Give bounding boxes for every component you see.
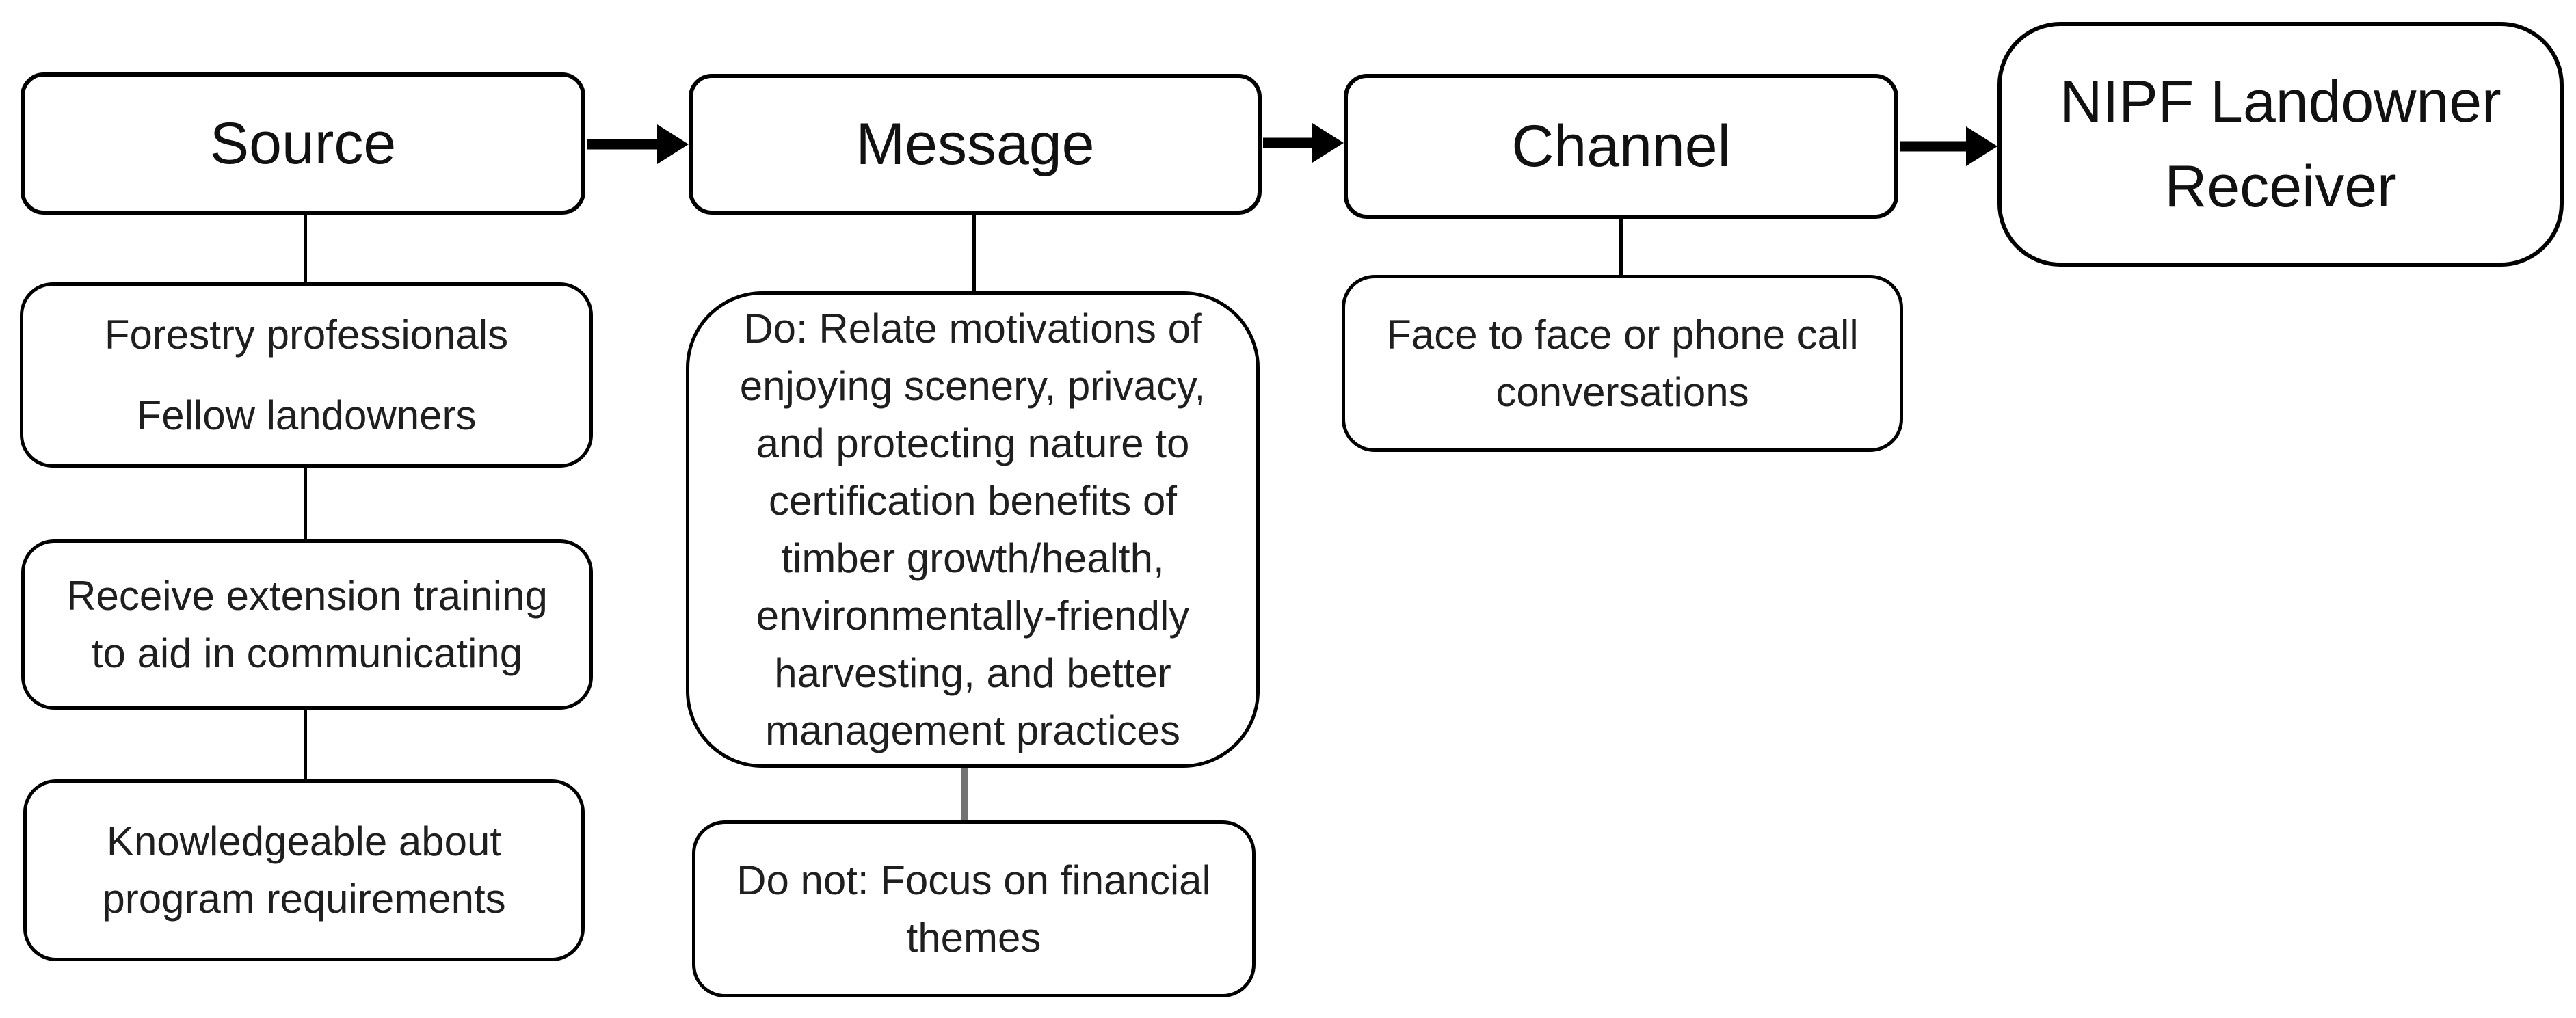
connector-channel-to-face <box>1619 217 1623 276</box>
channel-node-label: Channel <box>1511 113 1731 179</box>
arrow-shaft <box>1263 137 1316 148</box>
connector-message-to-do <box>972 213 976 293</box>
source-node: Source <box>21 72 585 215</box>
message-node-label: Message <box>855 111 1095 177</box>
connector-people-to-training <box>304 466 307 541</box>
arrow-head <box>1312 123 1344 163</box>
source-node-label: Source <box>209 111 397 176</box>
arrow-source-to-message-icon <box>587 124 689 164</box>
connector-do-to-dont <box>961 766 968 822</box>
connector-training-to-knowledge <box>304 708 307 781</box>
channel-node: Channel <box>1344 74 1898 219</box>
arrow-shaft <box>587 139 661 150</box>
arrow-head <box>1966 126 1997 166</box>
arrow-head <box>657 124 689 164</box>
message-node: Message <box>689 74 1262 215</box>
arrow-message-to-channel-icon <box>1263 123 1344 163</box>
arrow-shaft <box>1900 141 1969 152</box>
connector-source-to-people <box>304 213 307 284</box>
arrow-channel-to-receiver-icon <box>1900 126 1997 166</box>
